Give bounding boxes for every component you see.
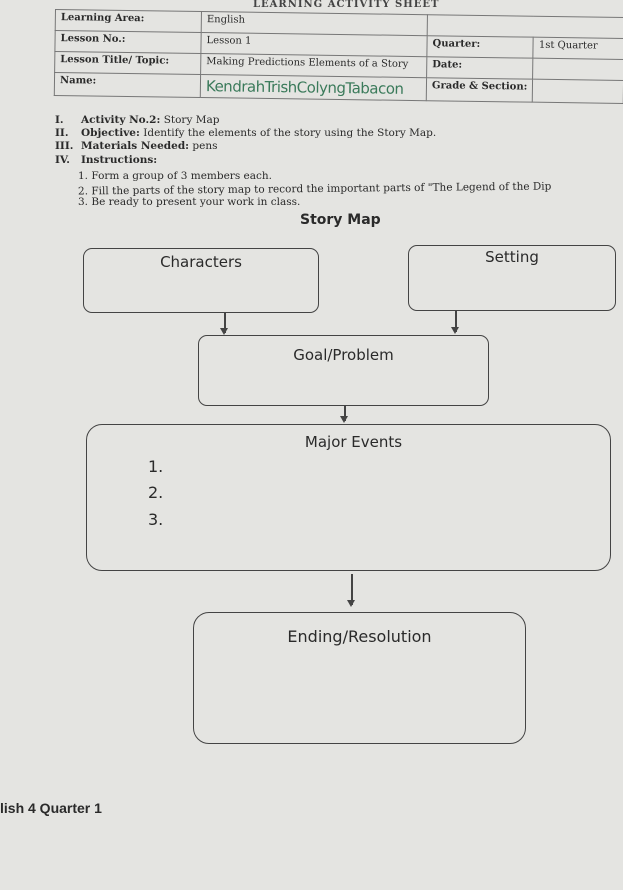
event-number: 2. [148,483,164,502]
goal-problem-label: Goal/Problem [293,346,394,364]
goal-problem-box[interactable]: Goal/Problem [198,335,489,406]
setting-label: Setting [485,248,539,266]
characters-label: Characters [160,253,242,271]
story-map-title: Story Map [300,212,381,228]
arrow-down-icon [221,313,227,335]
section-objective: II.Objective: Identify the elements of t… [55,127,437,139]
major-events-box[interactable]: Major Events 1. 2. 3. [86,424,611,571]
name-label: Name: [54,72,201,98]
ending-resolution-box[interactable]: Ending/Resolution [193,612,526,744]
arrow-down-icon [452,311,458,334]
grade-label: Grade & Section: [426,77,533,103]
name-value: KendrahTrishColyngTabacon [200,74,427,101]
quarter-label: Quarter: [426,35,534,59]
arrow-down-icon [348,574,354,607]
quarter-value: 1st Quarter [533,37,623,60]
blank-cell [427,14,623,39]
lesson-title-label: Lesson Title/ Topic: [54,51,201,75]
info-table: Learning Area: English Lesson No.: Lesso… [54,9,623,104]
instruction-item: 3. Be ready to present your work in clas… [78,196,301,208]
event-number: 1. [148,457,164,476]
instruction-item: 1. Form a group of 3 members each. [78,170,273,182]
characters-box[interactable]: Characters [83,248,319,313]
learning-area-label: Learning Area: [55,9,202,33]
section-instructions: IV.Instructions: [55,154,158,166]
instruction-item: 2. Fill the parts of the story map to re… [77,180,552,198]
date-label: Date: [426,56,534,80]
ending-resolution-label: Ending/Resolution [287,627,432,646]
section-activity: I.Activity No.2: Story Map [55,114,220,126]
date-value [532,58,623,81]
footer: lish 4 Quarter 1 [0,800,102,816]
sheet-title: LEARNING ACTIVITY SHEET [250,0,443,10]
event-number: 3. [148,510,164,529]
setting-box[interactable]: Setting [408,245,616,311]
lesson-no-label: Lesson No.: [54,30,202,54]
arrow-down-icon [341,405,347,423]
section-materials: III.Materials Needed: pens [55,140,218,152]
grade-value [532,79,623,104]
major-events-label: Major Events [304,433,403,451]
